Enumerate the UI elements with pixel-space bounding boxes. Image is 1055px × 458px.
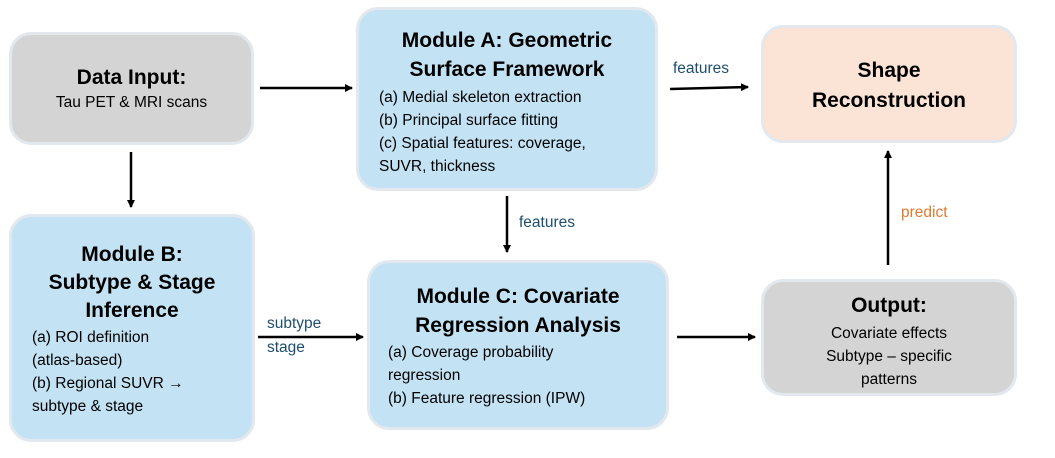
module-b-title-line3: Inference [85, 299, 179, 322]
module-c-title-line1: Module C: Covariate [416, 285, 620, 308]
module-a-title-line1: Module A: Geometric [401, 29, 613, 52]
module-c-item: regression [388, 367, 461, 384]
shape-reconstruction-box: Shape Reconstruction [761, 25, 1017, 143]
shape-title-line1: Shape [857, 59, 921, 82]
module-c-box: Module C: Covariate Regression Analysis … [367, 260, 669, 430]
module-b-item: (atlas-based) [32, 352, 123, 369]
module-a-item: (c) Spatial features: coverage, [379, 135, 586, 152]
data-input-title: Data Input: [76, 66, 187, 89]
module-b-item: (a) ROI definition [32, 329, 150, 346]
module-a-item: (a) Medial skeleton extraction [379, 89, 582, 106]
module-a-title-line2: Surface Framework [409, 58, 605, 81]
edge-label-features-a-to-c: features [519, 214, 576, 231]
module-b-box: Module B: Subtype & Stage Inference (a) … [9, 214, 255, 442]
output-box: Output: Covariate effects Subtype – spec… [761, 279, 1017, 396]
data-input-subtitle: Tau PET & MRI scans [55, 94, 208, 111]
arrow-module-a-to-shape [669, 83, 749, 92]
output-title: Output: [851, 294, 927, 317]
output-line: Covariate effects [830, 325, 948, 342]
shape-title-line2: Reconstruction [811, 89, 966, 112]
module-c-title-line2: Regression Analysis [415, 314, 621, 337]
edge-label-features-a-to-shape: features [673, 60, 730, 77]
module-a-item: (b) Principal surface fitting [379, 112, 559, 129]
module-b-item: subtype & stage [32, 398, 144, 415]
data-input-box: Data Input: Tau PET & MRI scans [9, 32, 254, 145]
edge-label-subtype: subtype [267, 315, 322, 332]
module-a-item: SUVR, thickness [379, 158, 496, 175]
module-a-box: Module A: Geometric Surface Framework (a… [356, 7, 658, 191]
module-b-title-line2: Subtype & Stage [48, 271, 216, 294]
module-c-item: (b) Feature regression (IPW) [388, 390, 586, 407]
edge-label-stage: stage [267, 339, 305, 356]
output-line: patterns [860, 371, 917, 388]
module-c-item: (a) Coverage probability [388, 344, 554, 361]
module-b-item: (b) Regional SUVR → [32, 375, 184, 392]
output-line: Subtype – specific [826, 348, 952, 365]
edge-label-predict: predict [901, 204, 948, 221]
module-b-title-line1: Module B: [81, 243, 183, 266]
